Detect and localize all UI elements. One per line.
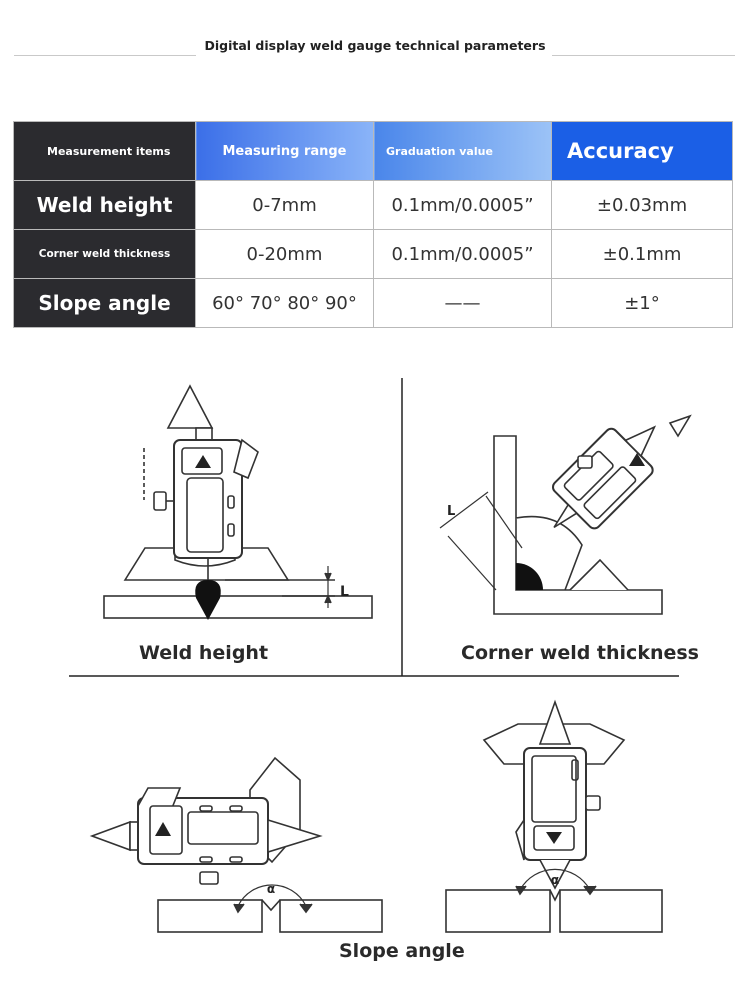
weld-height-dim-label: L [340,584,349,600]
page-title: Digital display weld gauge technical par… [204,38,546,53]
title-section: Digital display weld gauge technical par… [0,30,750,80]
row-label: Corner weld thickness [13,229,196,279]
range-cell: 0-20mm [195,229,374,279]
title-divider-left [14,55,196,56]
weld-height-caption: Weld height [139,642,269,664]
weld-height-diagram: L [103,384,373,620]
table-row: Weld height 0-7mm 0.1mm/0.0005” ±0.03mm [13,180,733,230]
slope-angle-diagram-right: α [445,699,663,933]
table-row: Corner weld thickness 0-20mm 0.1mm/0.000… [13,229,733,279]
graduation-cell: —— [373,278,552,328]
title-divider-right [552,55,735,56]
table-row: Slope angle 60° 70° 80° 90° —— ±1° [13,278,733,328]
accuracy-cell: ±0.1mm [551,229,733,279]
slope-angle-caption: Slope angle [339,940,465,962]
table-header-row: Measurement items Measuring range Gradua… [13,121,733,181]
alpha-label-right: α [551,873,559,887]
spec-table: Measurement items Measuring range Gradua… [13,121,733,328]
range-cell: 0-7mm [195,180,374,230]
graduation-cell: 0.1mm/0.0005” [373,229,552,279]
accuracy-cell: ±0.03mm [551,180,733,230]
range-cell: 60° 70° 80° 90° [195,278,374,328]
header-accuracy: Accuracy [551,121,733,181]
header-measuring-range: Measuring range [195,121,374,181]
corner-weld-diagram: L [439,414,692,615]
graduation-cell: 0.1mm/0.0005” [373,180,552,230]
slope-angle-diagram-left: α [89,756,383,933]
corner-weld-caption: Corner weld thickness [461,642,699,664]
accuracy-cell: ±1° [551,278,733,328]
alpha-label-left: α [267,882,275,896]
corner-dim-label: L [447,504,455,519]
row-label: Weld height [13,180,196,230]
header-graduation-value: Graduation value [373,121,552,181]
header-measurement-items: Measurement items [13,121,196,181]
row-label: Slope angle [13,278,196,328]
